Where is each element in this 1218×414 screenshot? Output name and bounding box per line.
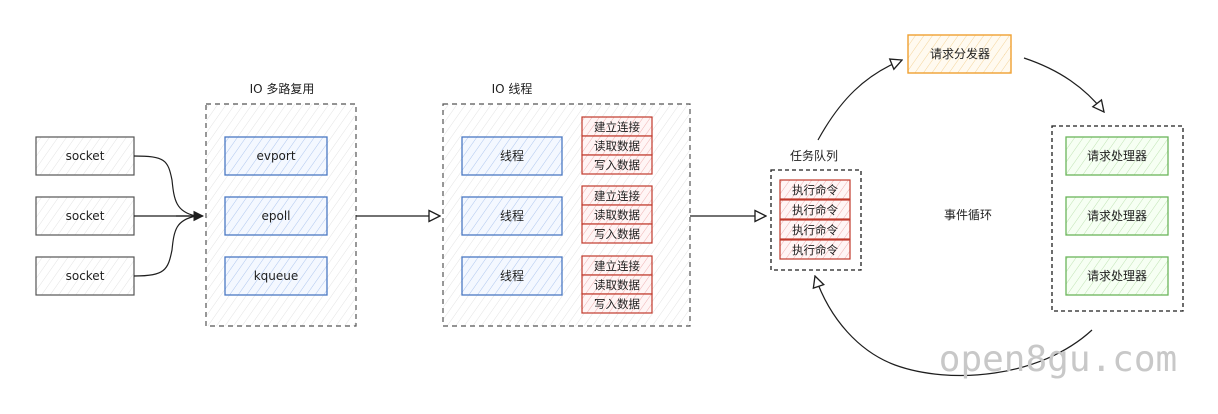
step-label: 写入数据 — [594, 158, 640, 172]
handler-box — [1065, 136, 1169, 176]
socket-group: socket socket socket — [35, 136, 135, 296]
queue-item — [779, 219, 851, 240]
event-loop-label: 事件循环 — [944, 208, 992, 222]
thread-group: 线程 建立连接 读取数据 写入数据 — [461, 116, 653, 176]
thread-group: 线程 建立连接 读取数据 写入数据 — [461, 255, 653, 314]
socket-box: socket — [35, 196, 135, 236]
thread-group: 线程 建立连接 读取数据 写入数据 — [461, 185, 653, 244]
multiplex-item: epoll — [224, 196, 328, 236]
thread-box — [461, 136, 563, 176]
watermark: open8gu.com — [939, 339, 1177, 380]
handler-label: 请求处理器 — [1087, 149, 1147, 163]
multiplex-item-label: kqueue — [254, 269, 299, 283]
handler-label: 请求处理器 — [1087, 269, 1147, 283]
queue-item — [779, 239, 851, 260]
multiplex-item-label: evport — [256, 149, 295, 163]
handler-label: 请求处理器 — [1087, 209, 1147, 223]
thread-label: 线程 — [500, 208, 524, 223]
thread-label: 线程 — [500, 268, 524, 283]
step-label: 建立连接 — [594, 120, 640, 134]
socket-box: socket — [35, 256, 135, 296]
dispatcher-label: 请求分发器 — [930, 46, 990, 61]
multiplex-item: kqueue — [224, 256, 328, 296]
handler-box — [1065, 196, 1169, 236]
queue-item-label: 执行命令 — [792, 203, 838, 217]
queue-item — [779, 199, 851, 220]
socket-label: socket — [66, 149, 105, 163]
thread-label: 线程 — [500, 148, 524, 163]
socket-connectors — [133, 155, 205, 277]
queue-item-label: 执行命令 — [792, 223, 838, 237]
step-label: 读取数据 — [594, 139, 640, 153]
step-label: 读取数据 — [594, 278, 640, 292]
multiplex-item-label: epoll — [261, 209, 290, 223]
socket-box: socket — [35, 136, 135, 176]
queue-item-label: 执行命令 — [792, 243, 838, 257]
arrow-queue-to-dispatcher — [817, 60, 902, 141]
handlers-group: 请求处理器 请求处理器 请求处理器 — [1051, 125, 1184, 312]
step-label: 写入数据 — [594, 227, 640, 241]
socket-label: socket — [66, 209, 105, 223]
connector-line — [133, 215, 197, 277]
step-box — [581, 223, 653, 244]
arrow-dispatcher-to-handlers — [1023, 57, 1104, 112]
multiplex-item: evport — [224, 136, 328, 176]
io-threads-title: IO 线程 — [492, 81, 533, 96]
step-label: 写入数据 — [594, 297, 640, 311]
dispatcher-box — [907, 34, 1012, 74]
io-multiplexing-group: IO 多路复用 evport epoll kqueue — [205, 81, 357, 327]
step-box — [581, 293, 653, 314]
socket-label: socket — [66, 269, 105, 283]
step-label: 读取数据 — [594, 208, 640, 222]
arrow-handlers-to-queue — [815, 276, 1093, 377]
thread-box — [461, 196, 563, 236]
step-box — [581, 154, 653, 175]
task-queue-group: 任务队列 执行命令 执行命令 执行命令 执行命令 — [770, 148, 862, 271]
dispatcher-group: 请求分发器 — [907, 34, 1012, 74]
queue-item — [779, 179, 851, 200]
connector-line — [133, 155, 197, 217]
task-queue-title: 任务队列 — [790, 148, 838, 163]
step-label: 建立连接 — [594, 189, 640, 203]
step-label: 建立连接 — [594, 259, 640, 273]
io-threads-group: IO 线程 线程 建立连接 读取数据 写入数据 线程 建立连接 读取数据 写入数… — [442, 81, 691, 327]
thread-box — [461, 256, 563, 296]
event-loop-arrows — [815, 57, 1104, 377]
io-multiplexing-title: IO 多路复用 — [250, 81, 315, 96]
queue-item-label: 执行命令 — [792, 183, 838, 197]
handler-box — [1065, 256, 1169, 296]
